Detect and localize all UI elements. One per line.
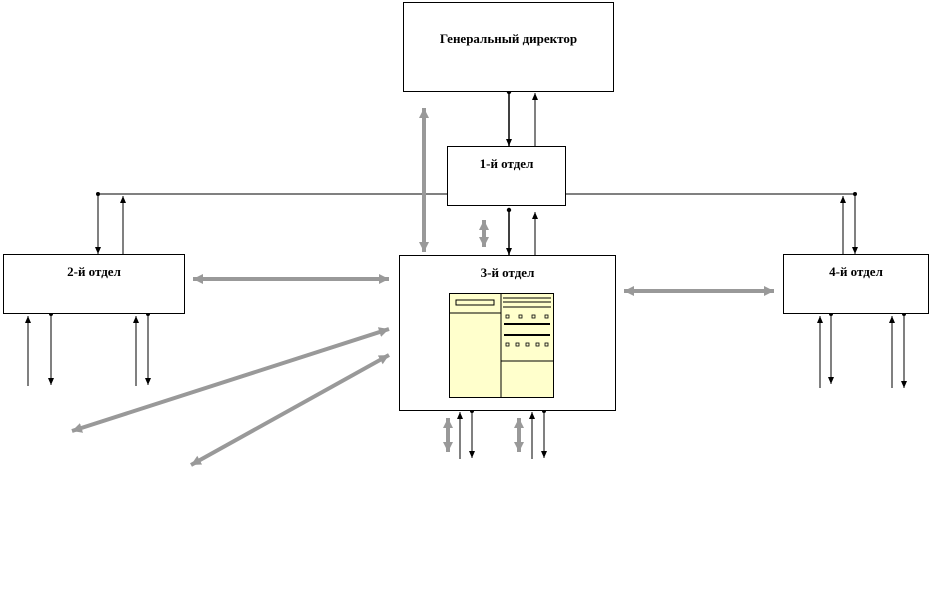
node-dept3: 3-й отдел bbox=[399, 255, 616, 411]
node-dept4-label: 4-й отдел bbox=[829, 264, 883, 279]
server-cabinet-icon bbox=[449, 293, 554, 398]
node-director: Генеральный директор bbox=[403, 2, 614, 92]
flow-arrow bbox=[190, 353, 390, 467]
node-dept3-label: 3-й отдел bbox=[480, 265, 535, 280]
node-dept1: 1-й отдел bbox=[447, 146, 566, 206]
node-dept2: 2-й отдел bbox=[3, 254, 185, 314]
node-dept4: 4-й отдел bbox=[783, 254, 929, 314]
node-dept1-label: 1-й отдел bbox=[479, 156, 534, 171]
node-dept2-label: 2-й отдел bbox=[67, 264, 121, 279]
node-director-label: Генеральный директор bbox=[439, 31, 578, 46]
